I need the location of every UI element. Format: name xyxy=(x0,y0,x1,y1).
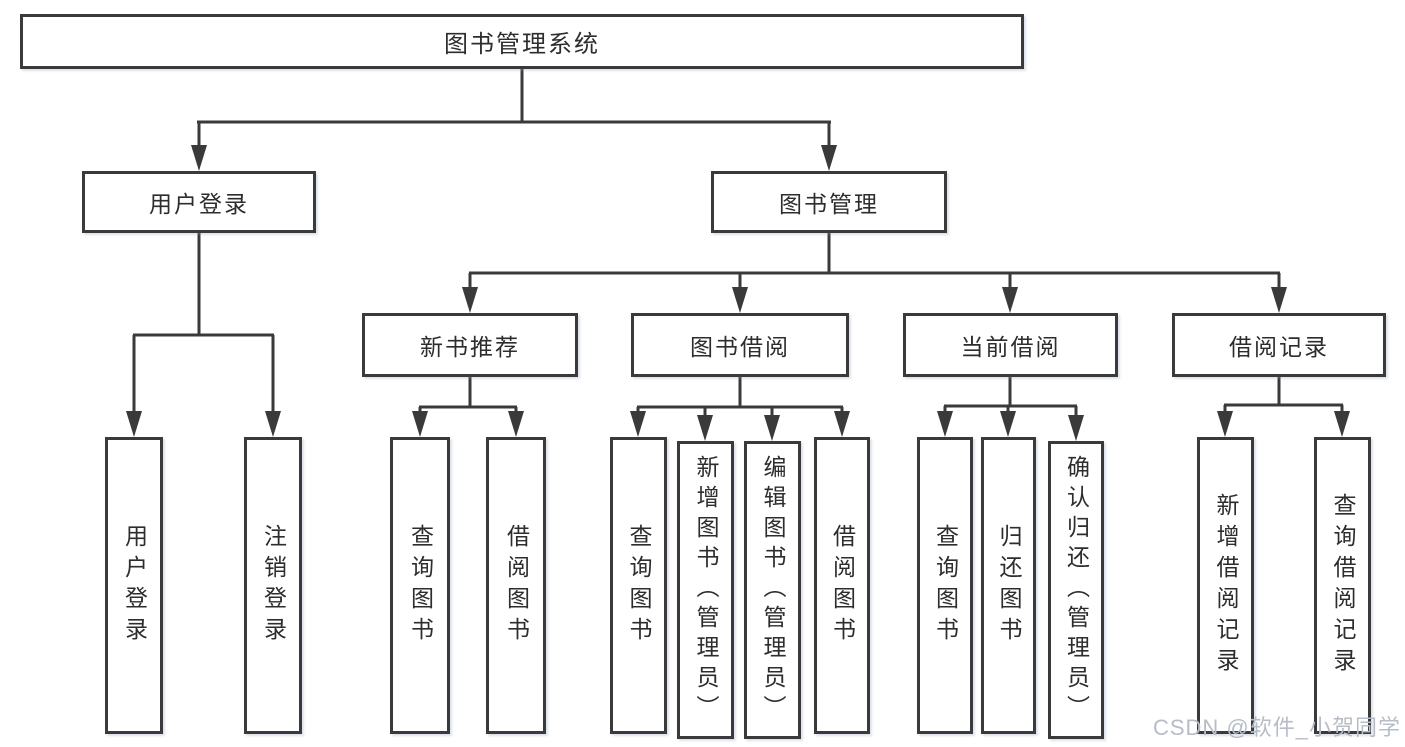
leaf-query-books-borrowing: 查询图书 xyxy=(610,437,667,734)
leaf-add-books-admin: 新增图书（管理员） xyxy=(677,441,734,739)
leaf-user-login: 用户登录 xyxy=(105,437,163,734)
arrowheads xyxy=(126,145,1350,441)
leaf-logout: 注销登录 xyxy=(244,437,302,734)
node-user-login: 用户登录 xyxy=(82,171,316,233)
leaf-query-borrow-record: 查询借阅记录 xyxy=(1314,437,1371,734)
leaf-borrow-books-recommend: 借阅图书 xyxy=(486,437,546,734)
leaf-query-books-current: 查询图书 xyxy=(917,437,973,734)
leaf-borrow-books-borrowing: 借阅图书 xyxy=(814,437,870,734)
leaf-confirm-return-admin: 确认归还（管理员） xyxy=(1048,441,1104,739)
node-book-management: 图书管理 xyxy=(711,171,947,233)
leaf-add-borrow-record: 新增借阅记录 xyxy=(1197,437,1254,734)
leaf-edit-books-admin: 编辑图书（管理员） xyxy=(744,441,801,739)
leaf-query-books-recommend: 查询图书 xyxy=(390,437,450,734)
node-book-borrowing: 图书借阅 xyxy=(631,313,849,377)
node-library-system: 图书管理系统 xyxy=(20,14,1024,69)
csdn-watermark: CSDN @软件_小贺同学 xyxy=(1152,715,1401,740)
node-borrowing-records: 借阅记录 xyxy=(1172,313,1386,377)
node-current-borrowing: 当前借阅 xyxy=(903,313,1118,377)
node-new-book-recommendation: 新书推荐 xyxy=(362,313,578,377)
leaf-return-books: 归还图书 xyxy=(981,437,1036,734)
